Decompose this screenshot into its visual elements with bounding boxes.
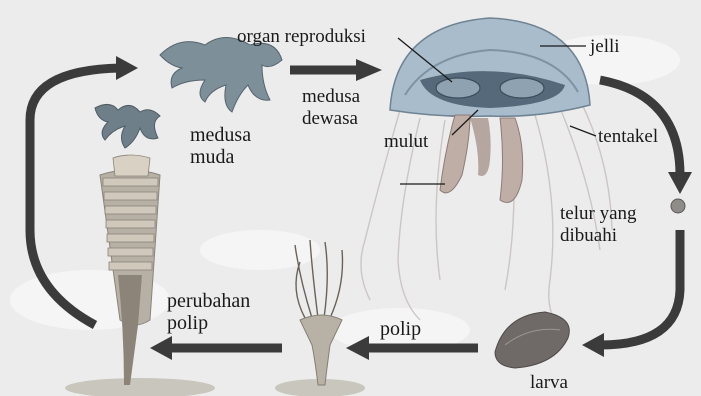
label-medusa-muda: medusa muda [190, 124, 251, 168]
adult-medusa [361, 18, 612, 330]
label-tentakel: tentakel [598, 126, 658, 148]
label-telur-dibuahi: telur yang dibuahi [560, 203, 637, 247]
label-perubahan-polip: perubahan polip [167, 290, 250, 334]
strobila [100, 155, 160, 385]
arrow-egg-to-larva [600, 230, 680, 345]
label-jelli: jelli [590, 36, 620, 58]
label-larva: larva [530, 372, 568, 394]
label-mulut: mulut [384, 131, 428, 153]
larva [495, 312, 569, 368]
label-medusa-dewasa: medusa dewasa [302, 86, 360, 130]
ground-patch-left [65, 378, 215, 396]
label-polip: polip [380, 318, 421, 340]
label-organ-reproduksi: organ reproduksi [237, 26, 366, 48]
fertilized-egg [671, 199, 685, 213]
young-medusa-top [160, 38, 282, 113]
young-medusa-bottom [95, 104, 160, 148]
